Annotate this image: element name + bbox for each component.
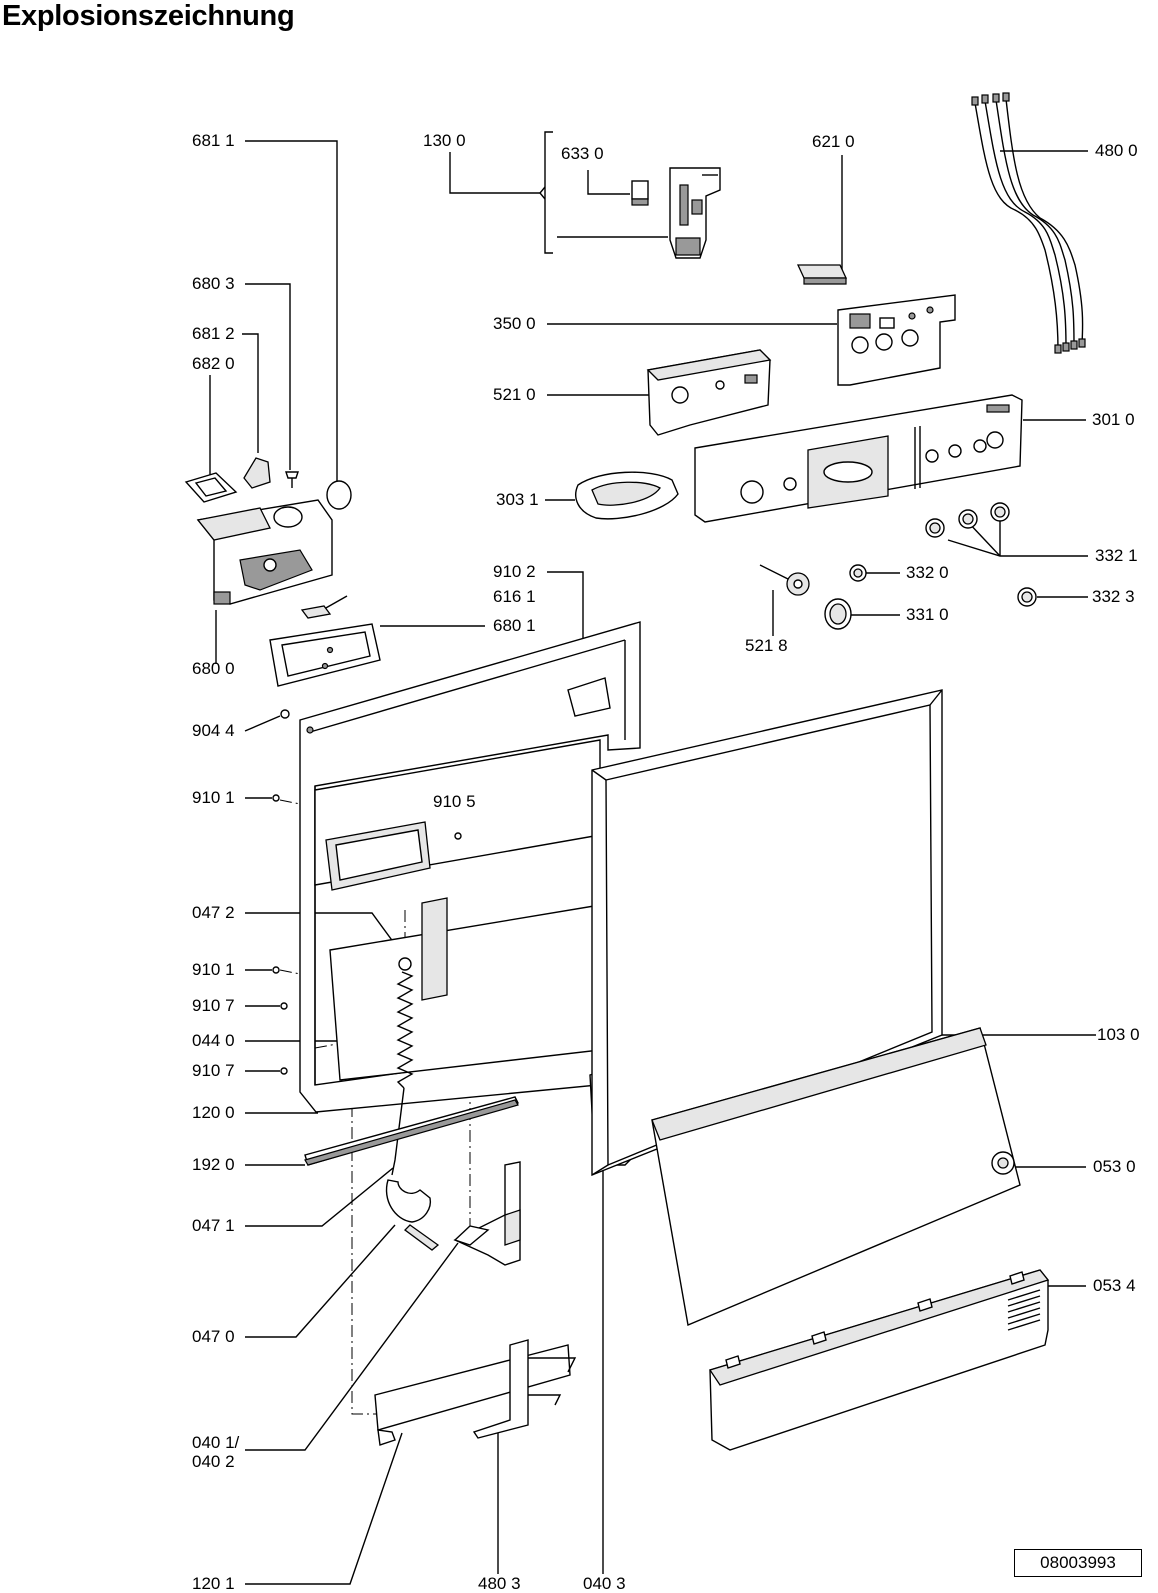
label-621-0: 621 0 (812, 132, 855, 151)
part-480-wire-harness (971, 92, 1086, 354)
label-040-2: 040 2 (192, 1452, 235, 1471)
part-680-dispenser (196, 499, 333, 605)
part-120-1-trim (374, 1339, 577, 1446)
part-616-flap (300, 605, 332, 619)
part-303-handle (575, 471, 679, 520)
label-120-0: 120 0 (192, 1103, 235, 1122)
part-350-control-board (837, 294, 956, 386)
label-103-0: 103 0 (1097, 1025, 1140, 1044)
part-521-selector (759, 564, 810, 596)
label-910-5: 910 5 (433, 792, 476, 811)
label-053-4: 053 4 (1093, 1276, 1136, 1295)
label-047-0: 047 0 (192, 1327, 235, 1346)
label-480-0: 480 0 (1095, 141, 1138, 160)
label-910-1-b: 910 1 (192, 960, 235, 979)
drawing-title: Explosionszeichnung (2, 0, 295, 32)
part-521-module (646, 349, 772, 436)
label-910-2: 910 2 (493, 562, 536, 581)
label-047-2: 047 2 (192, 903, 235, 922)
label-332-0: 332 0 (906, 563, 949, 582)
label-521-0: 521 0 (493, 385, 536, 404)
part-680-3-screw (285, 471, 299, 488)
label-480-3: 480 3 (478, 1574, 521, 1593)
document-number-box: 08003993 (1014, 1549, 1142, 1577)
part-680-1-frame (269, 623, 381, 687)
part-053-4-cover (708, 1269, 1050, 1451)
part-screws (272, 709, 462, 1075)
label-680-3: 680 3 (192, 274, 235, 293)
label-616-1: 616 1 (493, 587, 536, 606)
label-040-1: 040 1/ (192, 1433, 240, 1452)
part-103-outer-door (591, 689, 943, 1177)
label-904-4: 904 4 (192, 721, 235, 740)
part-120-inner-door (299, 621, 641, 1113)
label-521-8: 521 8 (745, 636, 788, 655)
label-040-3: 040 3 (583, 1574, 626, 1593)
part-301-control-panel (694, 394, 1023, 523)
part-633-clip (631, 180, 649, 206)
label-350-0: 350 0 (493, 314, 536, 333)
part-053-kickplate (651, 1027, 1021, 1326)
label-681-2: 681 2 (192, 324, 235, 343)
part-192-rail (304, 1096, 519, 1166)
part-040-hinge (453, 1161, 521, 1266)
part-047-pulley (385, 1179, 440, 1251)
label-303-1: 303 1 (496, 490, 539, 509)
label-633-0: 633 0 (561, 144, 604, 163)
label-682-0: 682 0 (192, 354, 235, 373)
part-681-2-cap (243, 457, 271, 489)
label-910-7-b: 910 7 (192, 1061, 235, 1080)
label-192-0: 192 0 (192, 1155, 235, 1174)
label-053-0: 053 0 (1093, 1157, 1136, 1176)
part-332-knobs (849, 502, 1037, 607)
part-331-ring (824, 598, 852, 630)
part-681-seal (326, 480, 352, 510)
label-044-0: 044 0 (192, 1031, 235, 1050)
label-910-1-a: 910 1 (192, 788, 235, 807)
label-130-0: 130 0 (423, 131, 466, 150)
label-681-1: 681 1 (192, 131, 235, 150)
label-120-1: 120 1 (192, 1574, 235, 1593)
label-047-1: 047 1 (192, 1216, 235, 1235)
label-680-1: 680 1 (493, 616, 536, 635)
label-680-0: 680 0 (192, 659, 235, 678)
label-910-7-a: 910 7 (192, 996, 235, 1015)
part-682-gasket (184, 472, 238, 503)
label-332-1: 332 1 (1095, 546, 1138, 565)
label-301-0: 301 0 (1092, 410, 1135, 429)
label-331-0: 331 0 (906, 605, 949, 624)
label-332-3: 332 3 (1092, 587, 1135, 606)
part-door-lock (669, 167, 721, 259)
leader-lines (209, 131, 1096, 1585)
part-621-board (796, 264, 848, 285)
